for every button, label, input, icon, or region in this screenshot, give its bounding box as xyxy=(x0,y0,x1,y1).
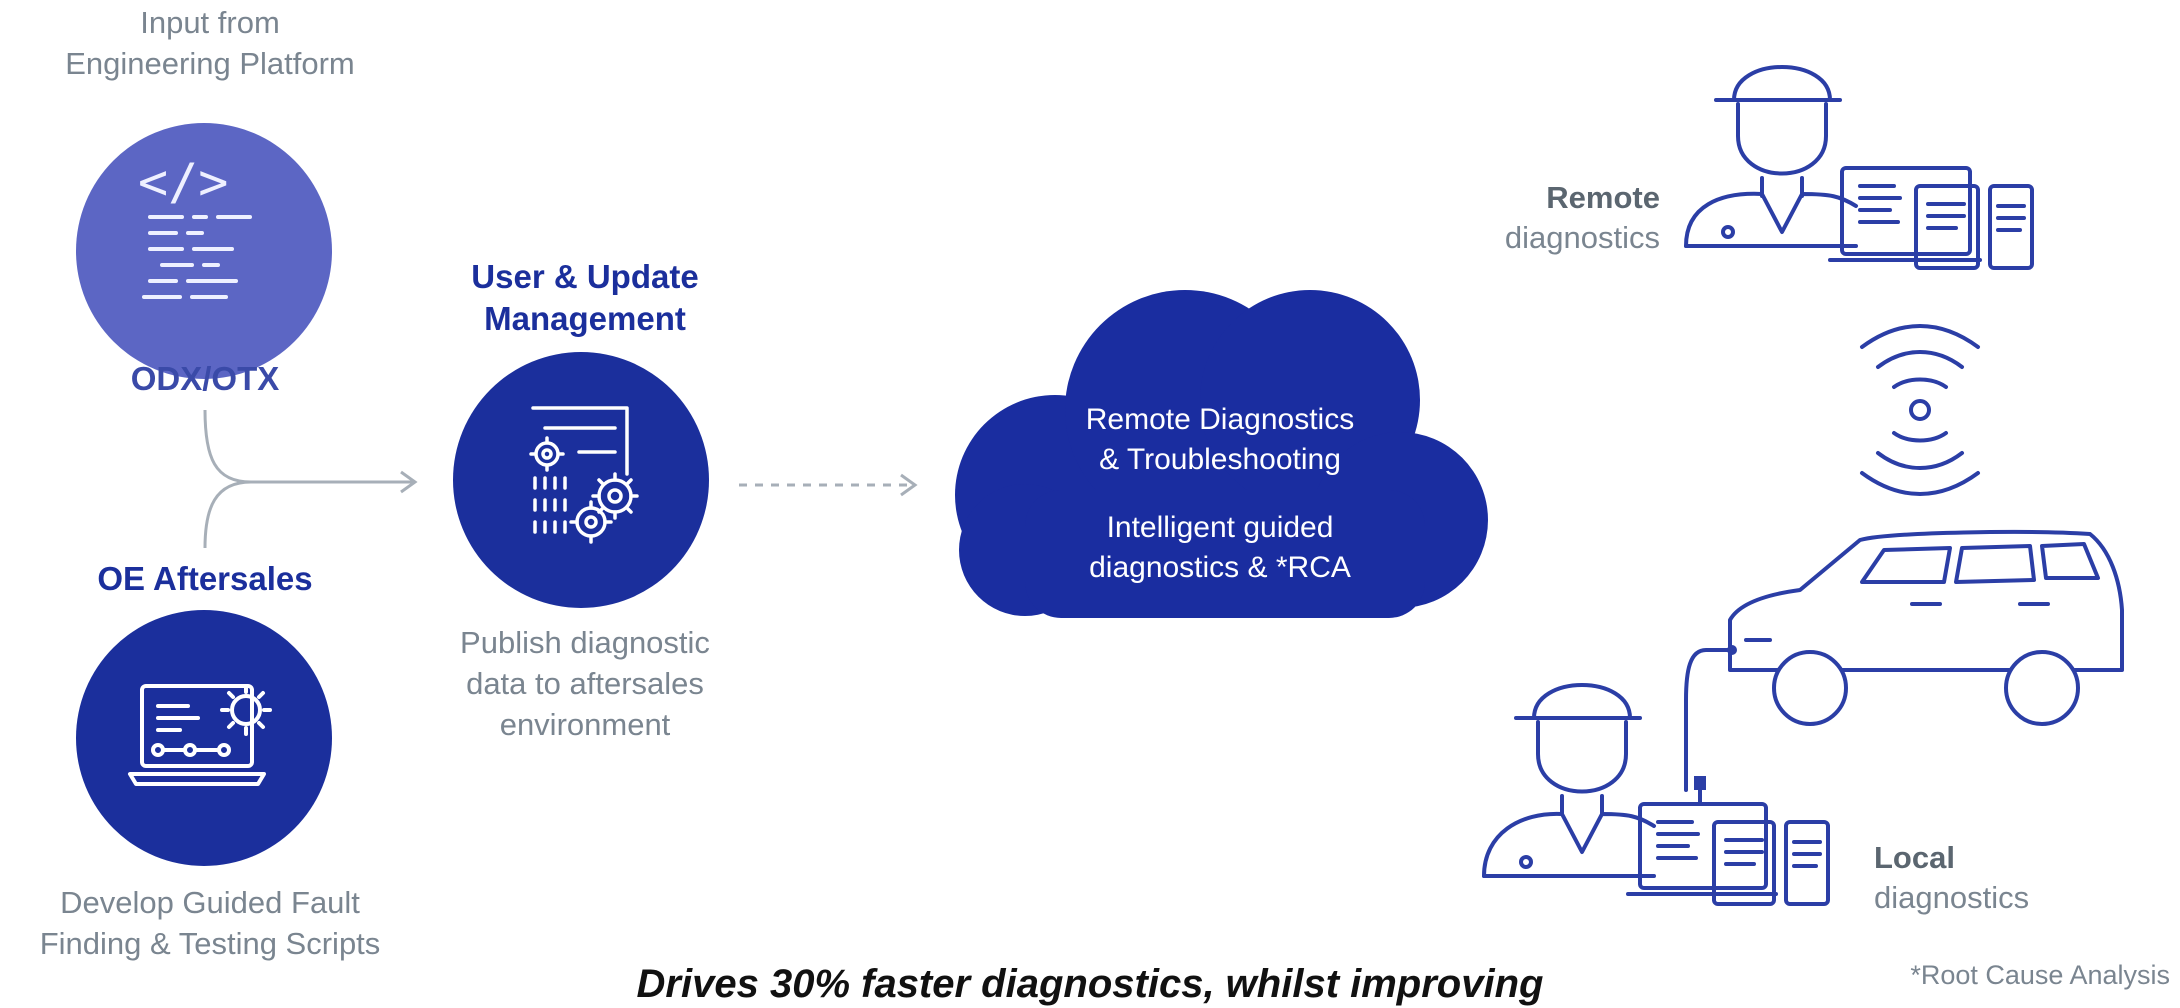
input-label-line1: Input from xyxy=(140,5,280,40)
laptop-gear-icon xyxy=(128,684,272,786)
publish-line2: data to aftersales xyxy=(466,666,704,701)
input-label: Input from Engineering Platform xyxy=(0,2,420,84)
odx-circle: </> xyxy=(76,123,332,379)
code-tag-icon: </> xyxy=(138,153,229,211)
publish-description: Publish diagnostic data to aftersales en… xyxy=(420,622,750,745)
input-label-line2: Engineering Platform xyxy=(65,46,355,81)
remote-technician-icon xyxy=(1684,65,2034,270)
develop-line1: Develop Guided Fault xyxy=(60,885,360,920)
user-update-title-line1: User & Update xyxy=(471,258,699,295)
remote-label-rest: diagnostics xyxy=(1504,220,1660,255)
wireless-signal-icon xyxy=(1860,324,1980,496)
local-label-bold: Local xyxy=(1874,840,1955,875)
cloud-line4: diagnostics & *RCA xyxy=(1089,551,1351,584)
oe-aftersales-title: OE Aftersales xyxy=(97,560,313,597)
cloud-line1: Remote Diagnostics xyxy=(1085,403,1355,436)
root-cause-footnote: *Root Cause Analysis xyxy=(1910,960,2170,990)
publish-line3: environment xyxy=(499,707,671,742)
develop-line2: Finding & Testing Scripts xyxy=(39,926,381,961)
cloud-text: Remote Diagnostics & Troubleshooting Int… xyxy=(1010,400,1430,588)
local-label: Local diagnostics xyxy=(1874,838,2134,918)
merge-connector xyxy=(203,409,418,549)
publish-line1: Publish diagnostic xyxy=(460,625,710,660)
code-lines-icon xyxy=(142,215,252,299)
document-gears-icon xyxy=(529,406,639,544)
remote-label-bold: Remote xyxy=(1546,180,1660,215)
local-label-rest: diagnostics xyxy=(1874,880,2030,915)
develop-label: Develop Guided Fault Finding & Testing S… xyxy=(0,882,420,964)
user-update-circle xyxy=(453,352,709,608)
cloud-line3: Intelligent guided xyxy=(1106,511,1334,544)
dotted-arrow xyxy=(739,473,918,497)
local-technician-icon xyxy=(1482,683,1830,906)
tagline: Drives 30% faster diagnostics, whilst im… xyxy=(636,962,1544,1006)
remote-label: Remote diagnostics xyxy=(1400,178,1660,258)
oe-aftersales-circle xyxy=(76,610,332,866)
odx-title: ODX/OTX xyxy=(130,360,280,397)
cloud-line2: & Troubleshooting xyxy=(1099,443,1341,476)
car-icon xyxy=(1684,530,2124,792)
user-update-title-line2: Management xyxy=(484,300,686,337)
cloud-shape xyxy=(955,290,1488,618)
user-update-title: User & Update Management xyxy=(420,256,750,340)
